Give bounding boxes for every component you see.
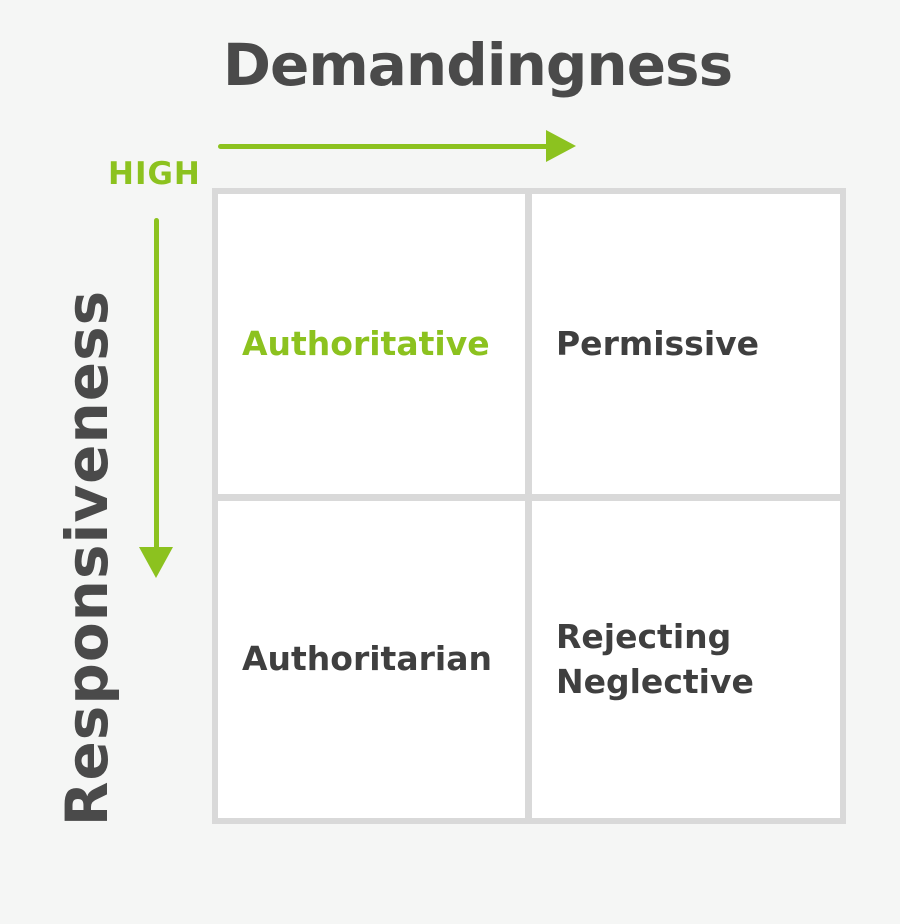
quadrant-authoritative: Authoritative [218,194,525,494]
arrow-shaft [154,218,159,552]
y-axis-title: Responsiveness [53,289,121,827]
quadrant-label-permissive: Permissive [556,323,760,363]
down-arrow-icon [139,547,173,578]
x-axis-title: Demandingness [222,31,733,99]
quadrant-authoritarian: Authoritarian [218,501,525,818]
quadrant-grid: Authoritative Permissive Authoritarian R… [212,188,846,824]
high-label: HIGH [108,156,201,192]
arrow-shaft [218,144,550,149]
right-arrow-icon [546,130,576,162]
quadrant-permissive: Permissive [532,194,840,494]
quadrant-rejecting-neglective: Rejecting Neglective [532,501,840,818]
quadrant-label-rejecting-neglective: Rejecting Neglective [556,616,754,701]
quadrant-label-authoritative: Authoritative [242,323,490,363]
y-axis-arrow [139,218,173,578]
x-axis-arrow [218,130,576,163]
quadrant-label-authoritarian: Authoritarian [242,639,492,679]
